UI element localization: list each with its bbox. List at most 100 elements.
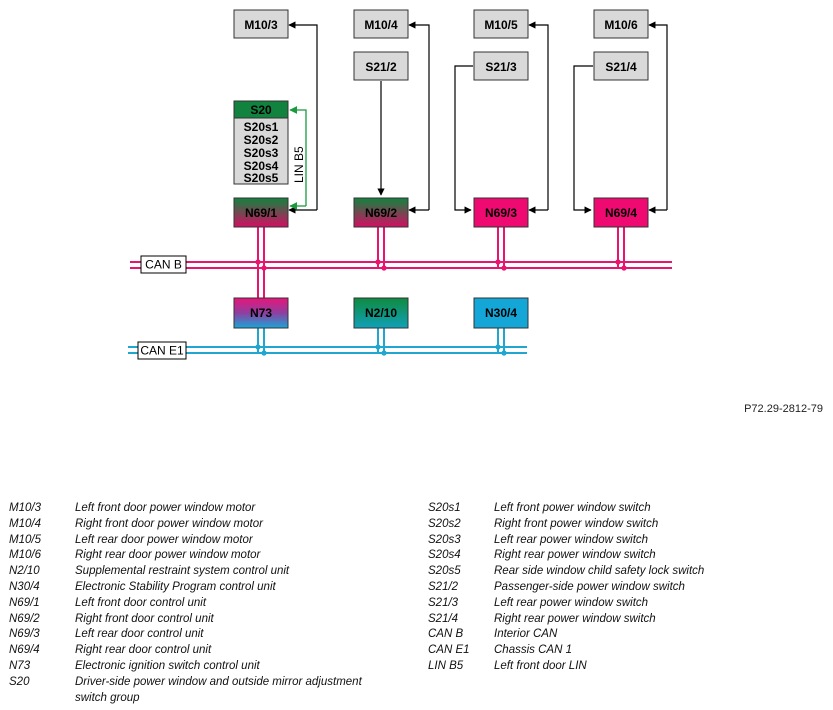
legend-code: S20s1 (428, 502, 461, 514)
legend-description: Left front door LIN (494, 659, 587, 672)
legend-item: CAN B Interior CAN (428, 627, 814, 643)
legend-code: S21/4 (428, 612, 459, 625)
legend-code: S20s2 (428, 517, 461, 530)
svg-text:CAN E1: CAN E1 (140, 344, 184, 358)
legend-code: M10/6 (9, 549, 41, 562)
svg-text:N69/4: N69/4 (605, 206, 637, 220)
svg-text:S21/2: S21/2 (365, 60, 397, 74)
reference-number: P72.29-2812-79 (744, 403, 823, 415)
svg-text:M10/4: M10/4 (364, 18, 398, 32)
box-n2-10: N2/10 (353, 297, 409, 329)
legend-description: Electronic ignition switch control unit (75, 659, 260, 672)
legend-item: LIN B5 Left front door LIN (428, 659, 814, 675)
legend-item: S20s3 Left rear power window switch (428, 533, 814, 549)
box-m10-5: M10/5 (473, 9, 529, 39)
svg-text:CAN B: CAN B (145, 258, 182, 272)
legend-description: Left rear door control unit (75, 628, 204, 641)
box-m10-6: M10/6 (593, 9, 649, 39)
legend-description: Left front door power window motor (75, 502, 256, 514)
legend-code: M10/3 (9, 502, 41, 514)
box-m10-4: M10/4 (353, 9, 409, 39)
svg-text:N69/2: N69/2 (365, 206, 397, 220)
box-m10-3: M10/3 (233, 9, 289, 39)
svg-text:N73: N73 (250, 306, 272, 320)
legend-item: CAN E1 Chassis CAN 1 (428, 643, 814, 659)
svg-text:M10/5: M10/5 (484, 18, 518, 32)
legend-code: S20 (9, 675, 30, 688)
legend-description: Interior CAN (494, 628, 558, 641)
legend-code: N69/2 (9, 612, 40, 625)
can-e1-label: CAN E1 (137, 341, 187, 360)
legend-item: M10/5 Left rear door power window motor (9, 533, 395, 549)
legend-description: Right rear power window switch (494, 549, 656, 562)
legend-code: CAN E1 (428, 644, 470, 657)
box-n69-4: N69/4 (593, 197, 649, 228)
legend-code: CAN B (428, 628, 464, 641)
legend-code: LIN B5 (428, 659, 464, 672)
bus-junctions (255, 259, 627, 356)
s20-sub-2: S20s2 (244, 133, 279, 147)
legend-item: N2/10 Supplemental restraint system contr… (9, 564, 395, 580)
svg-text:N69/1: N69/1 (245, 206, 277, 220)
legend-code: N69/1 (9, 596, 40, 609)
legend-description: Rear side window child safety lock switc… (494, 565, 705, 578)
can-b-label: CAN B (140, 255, 187, 274)
box-s21-4: S21/4 (593, 51, 649, 81)
legend-description: Right front door control unit (75, 612, 214, 625)
legend-description: Left rear door power window motor (75, 533, 253, 546)
box-n69-3: N69/3 (473, 197, 529, 228)
lin-b5-wire (289, 106, 307, 210)
legend-code: M10/4 (9, 517, 41, 530)
legend-description: Right front door power window motor (75, 517, 263, 530)
lin-b5-label: LIN B5 (292, 146, 306, 183)
legend-item: N69/4 Right rear door control unit (9, 643, 395, 659)
box-s21-2: S21/2 (353, 51, 409, 81)
s20-sub-3: S20s3 (244, 146, 279, 160)
svg-text:S21/4: S21/4 (605, 60, 637, 74)
legend-code: S21/2 (428, 580, 459, 593)
legend-item: S20 Driver-side power window and outside … (9, 675, 395, 707)
box-s21-3: S21/3 (473, 51, 529, 81)
legend-item: N69/2 Right front door control unit (9, 612, 395, 628)
legend-code: N2/10 (9, 565, 40, 578)
legend-item: N69/3 Left rear door control unit (9, 627, 395, 643)
s20-sub-5: S20s5 (244, 171, 279, 185)
legend-description: Driver-side power window and outside mir… (75, 675, 362, 704)
svg-text:M10/6: M10/6 (604, 18, 638, 32)
legend-item: S21/3 Left rear power window switch (428, 596, 814, 612)
box-n69-2: N69/2 (353, 197, 409, 228)
legend-code: S20s3 (428, 533, 461, 546)
can-e1-drops (257, 328, 505, 353)
legend-description: Right rear power window switch (494, 612, 656, 625)
s20-sub-1: S20s1 (244, 120, 279, 134)
legend-item: S20s4 Right rear power window switch (428, 548, 814, 564)
box-s20: S20 S20s1 S20s2 S20s3 S20s4 S20s5 (233, 100, 289, 185)
legend-code: N69/3 (9, 628, 40, 641)
signal-wires (288, 21, 668, 214)
box-n73: N73 (233, 297, 289, 329)
svg-text:N30/4: N30/4 (485, 306, 517, 320)
legend-item: S21/4 Right rear power window switch (428, 612, 814, 628)
legend-description: Right rear door control unit (75, 644, 212, 657)
legend-code: S20s4 (428, 549, 461, 562)
legend-description: Chassis CAN 1 (494, 644, 572, 657)
legend-code: M10/5 (9, 533, 41, 546)
svg-text:N2/10: N2/10 (365, 306, 397, 320)
can-b-bus (130, 261, 672, 269)
legend-code: N69/4 (9, 644, 40, 657)
legend-code: N30/4 (9, 580, 40, 593)
s20-sub-4: S20s4 (244, 159, 279, 173)
svg-text:N69/3: N69/3 (485, 206, 517, 220)
legend-description: Left rear power window switch (494, 596, 649, 609)
legend-description: Left rear power window switch (494, 533, 649, 546)
legend-code: S21/3 (428, 596, 459, 609)
legend-description: Supplemental restraint system control un… (75, 565, 290, 578)
